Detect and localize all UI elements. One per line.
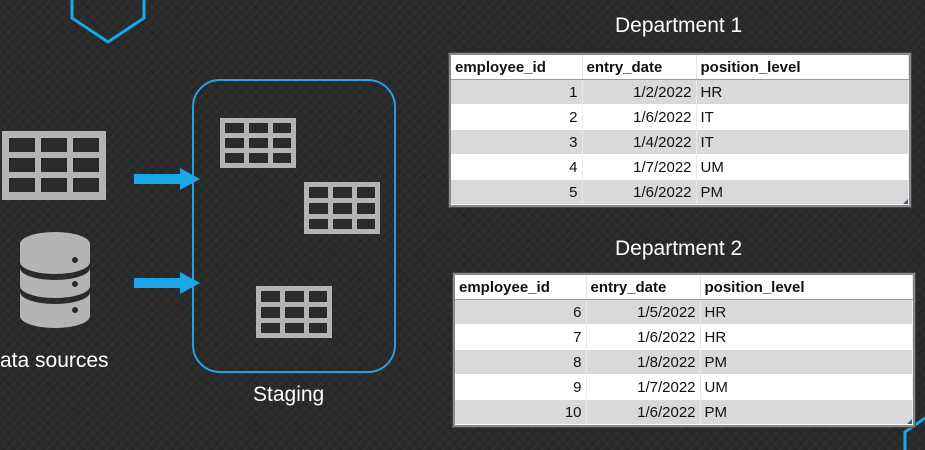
position-level-cell: PM	[696, 179, 909, 205]
position-level-cell: PM	[700, 399, 913, 425]
entry-date-cell: 1/6/2022	[582, 179, 697, 205]
column-header: position_level	[696, 55, 909, 80]
arrow-right-icon	[134, 272, 200, 294]
employee-id-cell: 3	[451, 129, 583, 155]
department-1-table: employee_id entry_date position_level 1 …	[449, 53, 911, 207]
employee-id-cell: 5	[451, 179, 583, 205]
employee-id-cell: 9	[455, 374, 587, 400]
entry-date-cell: 1/6/2022	[582, 104, 697, 130]
table-row: 9 1/7/2022 UM	[455, 374, 913, 400]
position-level-cell: HR	[700, 299, 913, 325]
position-level-cell: IT	[696, 104, 909, 130]
entry-date-cell: 1/6/2022	[586, 399, 701, 425]
column-header: position_level	[700, 275, 913, 300]
table-row: 4 1/7/2022 UM	[451, 154, 909, 180]
arrow-right-icon	[134, 168, 200, 190]
table-grid-icon	[304, 182, 380, 234]
hexagon-outline-icon	[70, 0, 146, 44]
position-level-cell: IT	[696, 129, 909, 155]
column-header: entry_date	[586, 275, 701, 300]
position-level-cell: HR	[696, 79, 909, 105]
entry-date-cell: 1/8/2022	[586, 349, 701, 375]
entry-date-cell: 1/5/2022	[586, 299, 701, 325]
data-sources-label: ata sources	[0, 349, 109, 372]
table-row: 2 1/6/2022 IT	[451, 104, 909, 130]
column-header: employee_id	[451, 55, 583, 80]
department-2-title: Department 2	[615, 237, 743, 260]
entry-date-cell: 1/7/2022	[586, 374, 701, 400]
position-level-cell: PM	[700, 349, 913, 375]
employee-id-cell: 10	[455, 399, 587, 425]
table-row: 10 1/6/2022 PM	[455, 399, 913, 425]
table-grid-icon	[2, 131, 106, 200]
table-row: 6 1/5/2022 HR	[455, 299, 913, 325]
employee-id-cell: 6	[455, 299, 587, 325]
employee-id-cell: 1	[451, 79, 583, 105]
resize-corner-icon	[907, 419, 912, 424]
database-icon	[20, 232, 90, 328]
column-header: entry_date	[582, 55, 697, 80]
position-level-cell: UM	[700, 374, 913, 400]
employee-id-cell: 2	[451, 104, 583, 130]
position-level-cell: UM	[696, 154, 909, 180]
employee-id-cell: 8	[455, 349, 587, 375]
resize-corner-icon	[903, 199, 908, 204]
position-level-cell: HR	[700, 324, 913, 350]
entry-date-cell: 1/7/2022	[582, 154, 697, 180]
department-2-table: employee_id entry_date position_level 6 …	[453, 273, 915, 427]
table-row: 3 1/4/2022 IT	[451, 129, 909, 155]
entry-date-cell: 1/4/2022	[582, 129, 697, 155]
table-grid-icon	[220, 118, 296, 168]
entry-date-cell: 1/6/2022	[586, 324, 701, 350]
table-row: 7 1/6/2022 HR	[455, 324, 913, 350]
table-row: 8 1/8/2022 PM	[455, 349, 913, 375]
column-header: employee_id	[455, 275, 587, 300]
table-row: 1 1/2/2022 HR	[451, 79, 909, 105]
table-row: 5 1/6/2022 PM	[451, 179, 909, 205]
entry-date-cell: 1/2/2022	[582, 79, 697, 105]
table-grid-icon	[256, 286, 332, 338]
staging-label: Staging	[253, 383, 325, 406]
employee-id-cell: 4	[451, 154, 583, 180]
staging-area	[192, 79, 396, 373]
department-1-title: Department 1	[615, 14, 743, 37]
hexagon-corner-icon	[903, 416, 925, 450]
employee-id-cell: 7	[455, 324, 587, 350]
